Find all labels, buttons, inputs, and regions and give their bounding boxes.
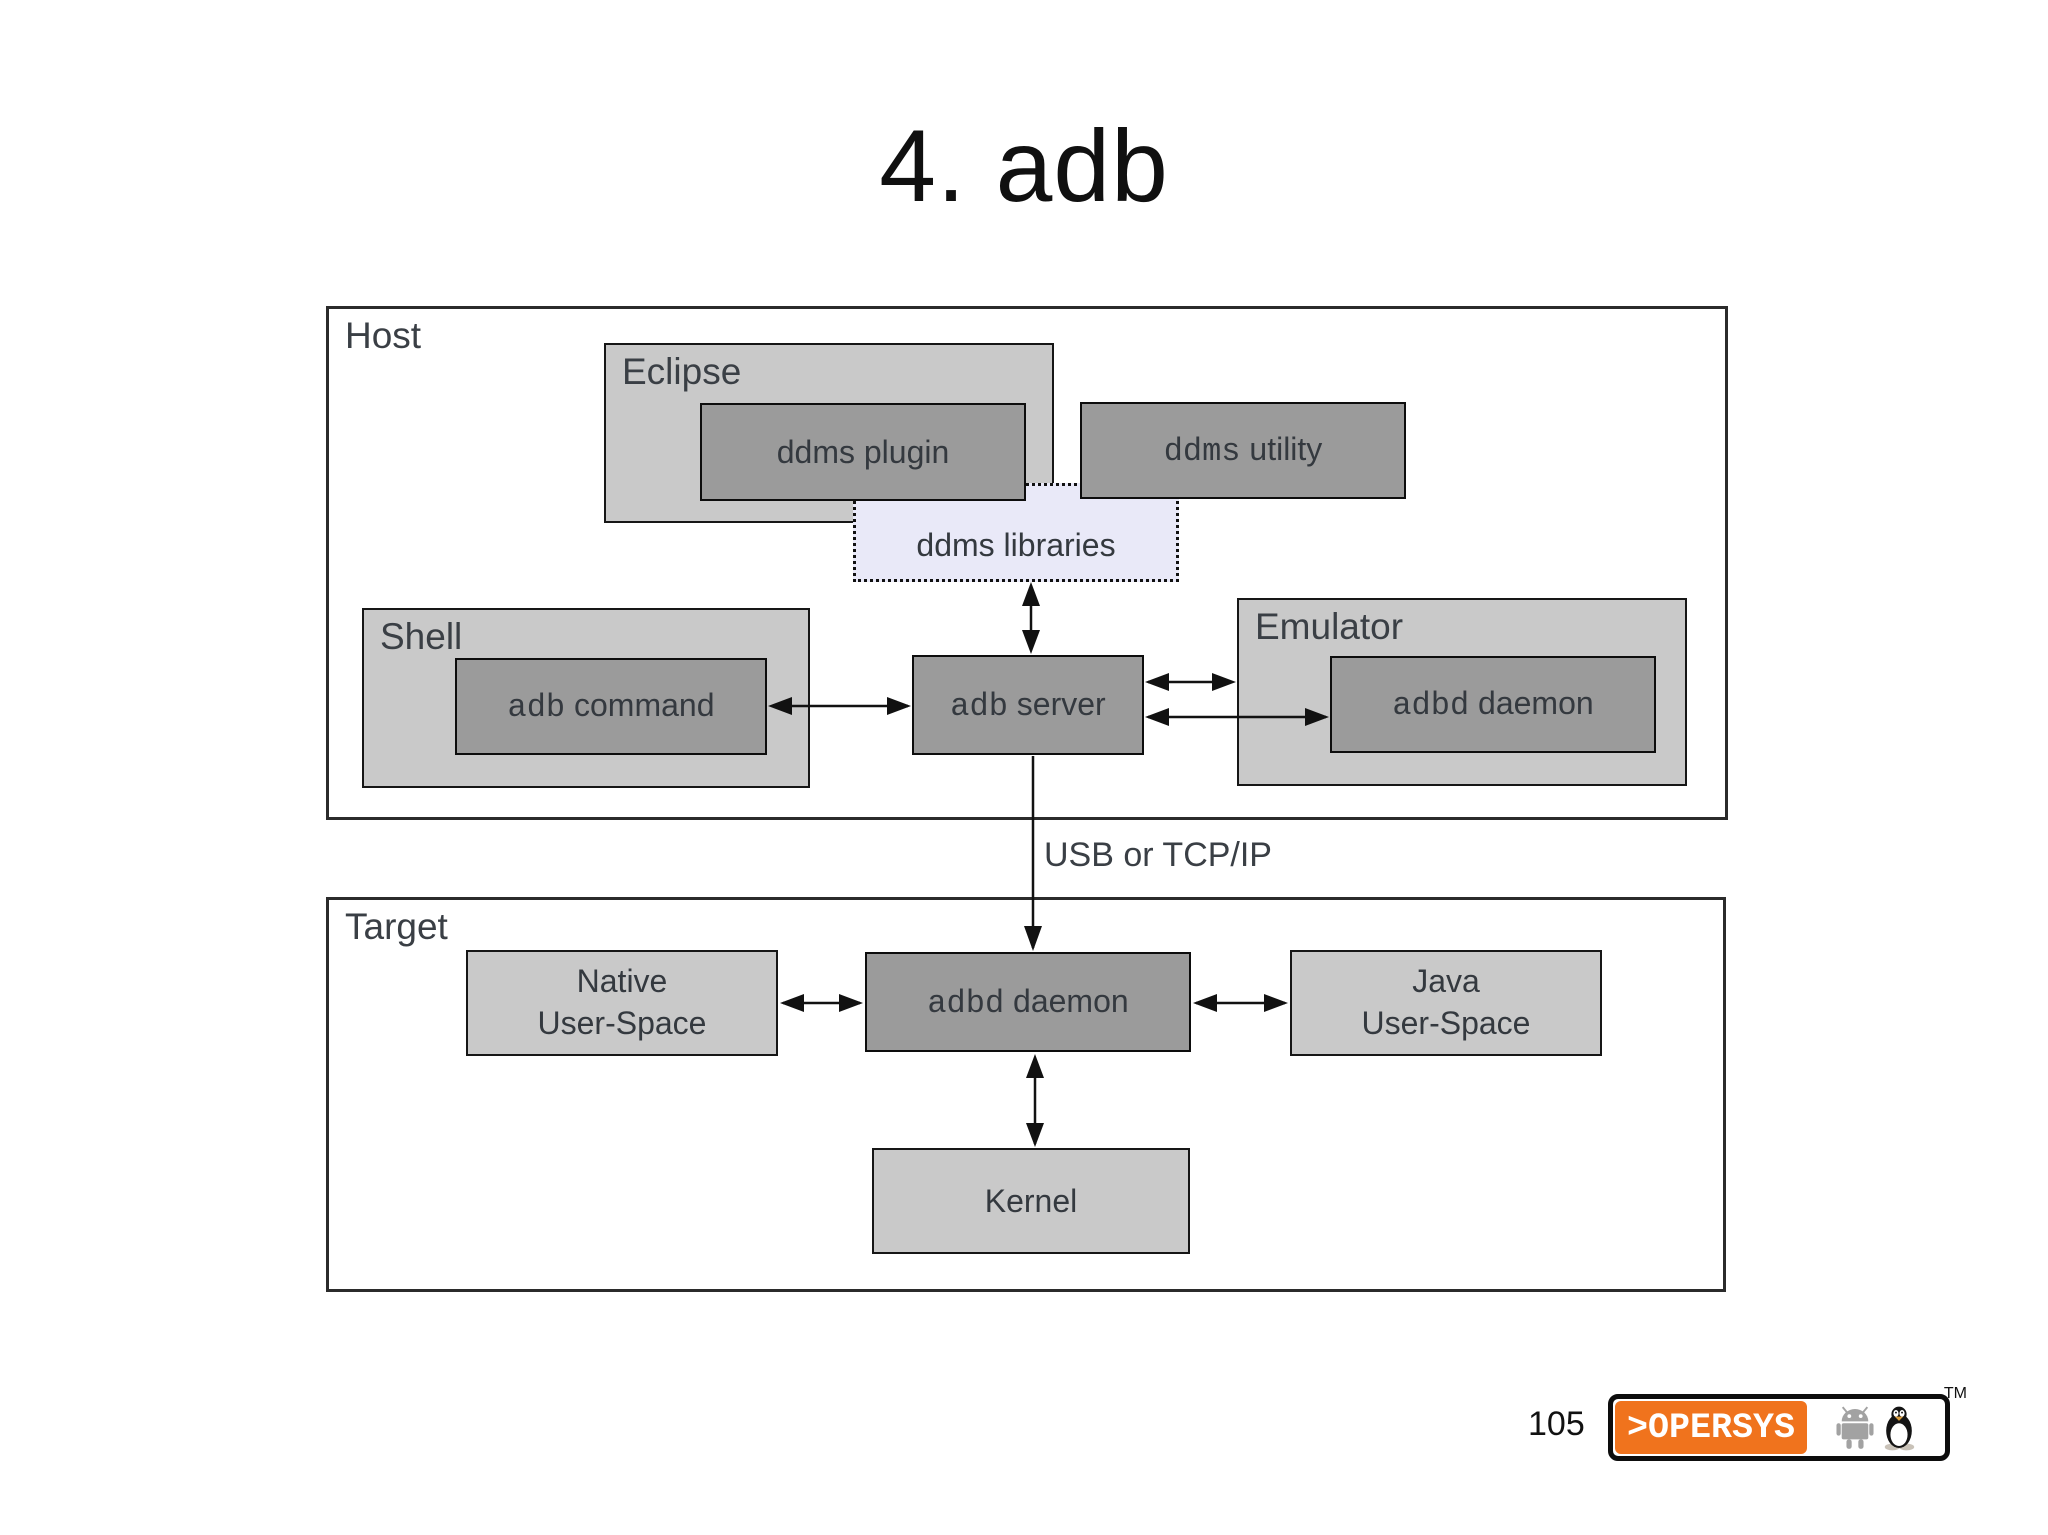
page-number: 105 — [1528, 1405, 1585, 1443]
adb-command-label: adb command — [507, 687, 715, 726]
page-title: 4. adb — [879, 109, 1169, 223]
adb-server-box: adb server — [912, 655, 1144, 755]
emulator-adbd-daemon-label: adbd daemon — [1392, 685, 1594, 724]
adb-server-label: adb server — [950, 685, 1106, 725]
emulator-label: Emulator — [1255, 606, 1404, 647]
tux-penguin-icon — [1884, 1406, 1915, 1450]
ddms-plugin-label: ddms plugin — [776, 433, 950, 470]
native-user-space-line2: User-Space — [537, 1005, 707, 1041]
adb-command-box: adb command — [455, 658, 767, 755]
emulator-adbd-daemon-box: adbd daemon — [1330, 656, 1656, 753]
ddms-utility-label: ddms utility — [1163, 431, 1323, 470]
target-adbd-daemon-label: adbd daemon — [927, 982, 1129, 1022]
trademark-label: TM — [1943, 1385, 1967, 1402]
opersys-logo-icons — [1809, 1399, 1945, 1456]
host-label: Host — [345, 315, 422, 356]
kernel-box: Kernel — [872, 1148, 1190, 1254]
usb-tcpip-link-label: USB or TCP/IP — [1044, 836, 1272, 874]
opersys-logo-text: >OPERSYS — [1615, 1401, 1808, 1454]
opersys-logo: >OPERSYS — [1608, 1385, 1967, 1461]
java-user-space-box: Java User-Space — [1290, 950, 1602, 1056]
java-user-space-line1: Java — [1412, 963, 1480, 1000]
ddms-utility-box: ddms utility — [1080, 402, 1406, 499]
kernel-label: Kernel — [984, 1182, 1078, 1219]
target-label: Target — [345, 906, 448, 947]
ddms-plugin-box: ddms plugin — [700, 403, 1026, 501]
native-user-space-box: Native User-Space — [466, 950, 778, 1056]
shell-label: Shell — [380, 616, 463, 657]
android-robot-icon — [1836, 1405, 1874, 1449]
native-user-space-line1: Native — [576, 963, 668, 1000]
ddms-libraries-label: ddms libraries — [916, 527, 1116, 563]
java-user-space-line2: User-Space — [1361, 1005, 1531, 1041]
eclipse-label: Eclipse — [622, 351, 742, 392]
target-adbd-daemon-box: adbd daemon — [865, 952, 1191, 1052]
